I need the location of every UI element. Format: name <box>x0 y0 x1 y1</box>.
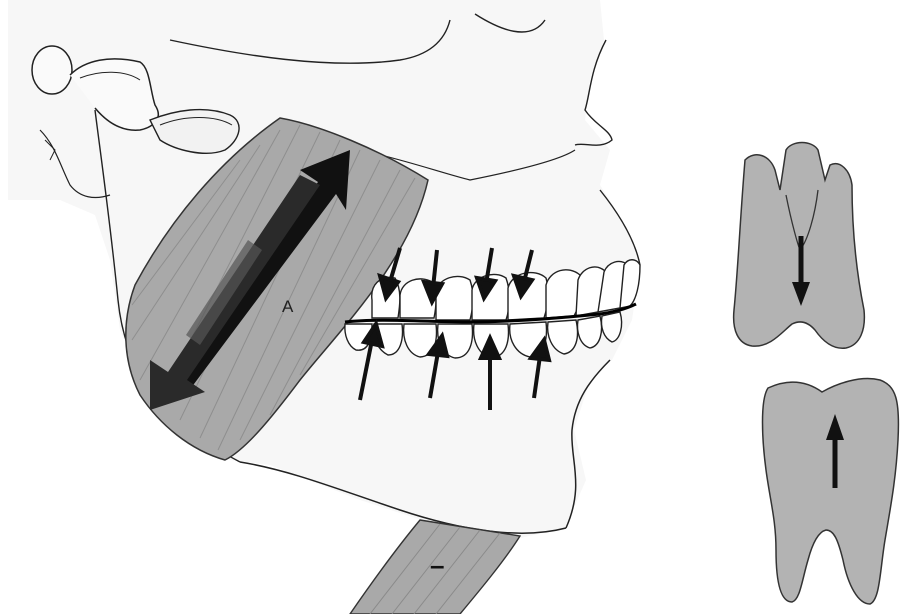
upper-molar <box>734 143 865 349</box>
skull-illustration: A <box>8 0 640 614</box>
lower-molar <box>763 379 899 604</box>
muscle-label-a: A <box>282 297 294 316</box>
lower-muscle-label: – <box>430 550 444 580</box>
